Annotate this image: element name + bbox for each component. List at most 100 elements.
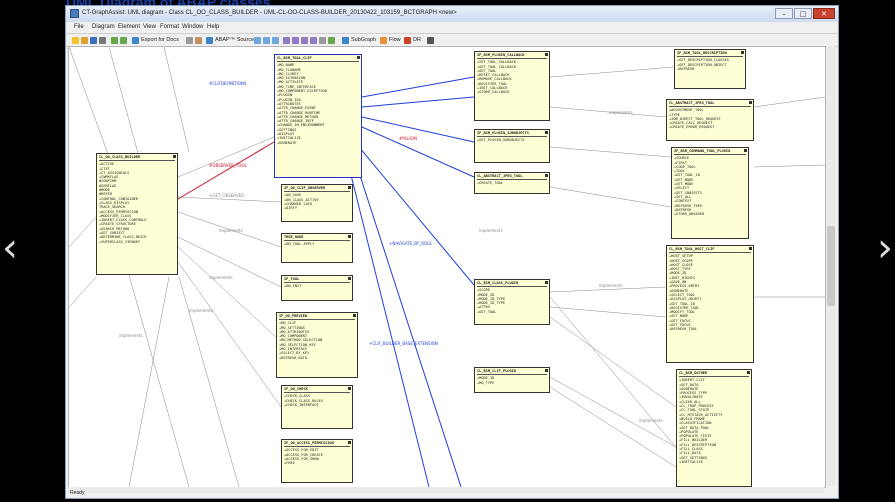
class-member: +ATTR_CHANGE_INTF: [277, 119, 314, 124]
print-icon[interactable]: [99, 37, 106, 44]
close-button[interactable]: ✕: [813, 8, 835, 19]
menu-diagram[interactable]: Diagram: [92, 24, 115, 30]
settings-icon[interactable]: [319, 37, 326, 44]
class-divider: [279, 319, 355, 321]
arrange-icon[interactable]: [310, 37, 317, 44]
class-box[interactable]: IF_OO_CLIF_OBSERVER+ON_SAVE+ON_CLASS_ACT…: [281, 184, 353, 222]
class-member: +CHECK_CLASS_RULES: [284, 398, 323, 403]
export-icon[interactable]: [132, 37, 139, 44]
class-divider: [674, 154, 746, 156]
menu-view[interactable]: View: [143, 24, 156, 30]
class-member: +SET_ALL: [674, 194, 692, 199]
edge-label: #OBSERVER_TOOL: [209, 163, 248, 168]
class-member: +SELECT_BY_KEY: [279, 351, 310, 356]
class-member: +INVALIDATE: [679, 395, 703, 400]
class-member: +SELECT: [674, 186, 690, 191]
next-arrow-icon[interactable]: ›: [877, 225, 893, 271]
zoom-fit-icon[interactable]: [272, 37, 279, 44]
class-member: +MODIFIER_CLASS: [99, 213, 132, 218]
layout-icon[interactable]: [283, 37, 290, 44]
class-box[interactable]: IF_TOOL+ON_INIT: [281, 275, 353, 301]
dr-icon[interactable]: [404, 37, 411, 44]
class-member: +MO_CLSKEY: [277, 71, 299, 76]
save-icon[interactable]: [90, 37, 97, 44]
subgraph-button[interactable]: SubGraph: [351, 37, 377, 43]
open-icon[interactable]: [81, 37, 88, 44]
class-member: +CONTEXT: [674, 199, 692, 204]
new-icon[interactable]: [72, 37, 79, 44]
class-divider: [669, 106, 751, 108]
grid-icon[interactable]: [292, 37, 299, 44]
class-member: +POPULATE_TEXTS: [679, 434, 712, 439]
class-name: CL_ABSTRACT_JPEG_TOOL: [669, 101, 715, 105]
zoom-out-icon[interactable]: [263, 37, 270, 44]
hand-icon[interactable]: [195, 37, 202, 44]
scroll-thumb[interactable]: [827, 226, 835, 306]
class-member: +DETERMINE_CLASS_DESCR: [99, 235, 147, 240]
class-member: +HOST_CLOSE: [669, 262, 693, 267]
export-docs-button[interactable]: Export for Docs: [141, 37, 179, 43]
class-type-icon: [749, 101, 752, 104]
class-box[interactable]: CL_BSM_CLIF_PLUGIN+MODE_ID+MO_TYPE: [474, 367, 550, 393]
class-member: +SET_FOCUS: [669, 318, 691, 323]
class-box[interactable]: CL_ABSTRACT_JPEG_TOOL+CREATE_TOOL: [474, 172, 550, 194]
zoom-in-icon[interactable]: [254, 37, 261, 44]
undo-icon[interactable]: [111, 37, 118, 44]
menu-file[interactable]: File: [74, 24, 84, 30]
minimize-button[interactable]: –: [775, 8, 793, 19]
help-icon[interactable]: [427, 37, 434, 44]
prev-arrow-icon[interactable]: ‹: [2, 225, 18, 271]
subgraph-icon[interactable]: [342, 37, 349, 44]
vertical-scrollbar[interactable]: [826, 46, 836, 486]
class-box[interactable]: IF_OO_PREVIEW+MO_CLIF+MO_SETTINGS+MO_ATT…: [276, 312, 358, 378]
class-box[interactable]: TREE_NODE+ON_TOOL_APPLY: [281, 233, 353, 263]
class-box[interactable]: CL_BSM_CLASS_PLUGIN+SCOPE+MODE_ID+MODE_I…: [474, 279, 550, 325]
menu-format[interactable]: Format: [160, 24, 180, 30]
abap-source-icon[interactable]: [206, 37, 213, 44]
menu-window[interactable]: Window: [182, 24, 204, 30]
class-member: +FILL_DESCRIPTION: [679, 442, 716, 447]
menu-element[interactable]: Element: [118, 24, 141, 30]
class-box[interactable]: IF_BSM_COMMAND_TOOL_PLUGIN+SOURCE+FIRST+…: [671, 147, 749, 239]
class-member: +CREATE_STRUCTURE: [99, 222, 136, 227]
class-type-icon: [749, 247, 752, 250]
class-box[interactable]: IF_BSM_TOOL_DESCRIPTION+GET_DESCRIPTION_…: [674, 49, 746, 89]
class-member: +MO_METHOD_SELECTION: [279, 338, 323, 343]
dr-button[interactable]: DR: [413, 37, 421, 43]
class-box[interactable]: IF_OO_ACCESS_PERMISSION+ACCESS_FOR_EDIT+…: [281, 439, 353, 483]
class-type-icon: [747, 371, 750, 374]
class-box[interactable]: CL_BSM_TOOL_HOST_CLIF+HOST_SETUP+HOST_SC…: [666, 245, 754, 363]
class-member: +ON_TOOL_APPLY: [284, 242, 315, 247]
class-box[interactable]: IF_BSM_PLUGIN_SUBOBJECTS+GET_PLUGIN_SUBO…: [474, 129, 550, 163]
class-member: +DIRTY: [284, 206, 297, 211]
connector-line: [549, 106, 667, 118]
class-box[interactable]: CL_BSM_GATHER+INSERT_CLIF+GET_DATA+GENER…: [676, 369, 752, 487]
class-member: #MODE: [99, 188, 110, 193]
connector-line: [549, 66, 675, 78]
maximize-button[interactable]: □: [794, 8, 812, 19]
redo-icon[interactable]: [120, 37, 127, 44]
class-divider: [477, 58, 547, 60]
class-box[interactable]: CL_BSM_TOOL_CLIF+MO_NAME+MO_CLSNAME+MO_C…: [274, 54, 362, 178]
class-member: +MO_CLIF: [279, 321, 297, 326]
class-member: +GENERATE: [277, 140, 297, 145]
horizontal-scrollbar[interactable]: [68, 487, 824, 493]
class-member: +SEARCH_METHOD: [99, 226, 130, 231]
class-member: +MO_EXTENSION: [277, 76, 306, 81]
refresh-icon[interactable]: [328, 37, 335, 44]
class-box[interactable]: CL_ABSTRACT_JPEG_TOOL+ADJUSTMENT_TOOL+TY…: [666, 99, 754, 141]
class-box[interactable]: IF_OO_CHECK+CHECK_CLASS+CHECK_CLASS_RULE…: [281, 385, 353, 429]
abap-source-button[interactable]: ABAP™ Source: [215, 37, 255, 43]
align-icon[interactable]: [301, 37, 308, 44]
flow-button[interactable]: Flow: [389, 37, 401, 43]
menu-help[interactable]: Help: [207, 24, 220, 30]
class-member: +INITIALIZE: [277, 136, 301, 141]
pointer-icon[interactable]: [186, 37, 193, 44]
class-box[interactable]: IF_BSM_PLUGIN_CALLBACK+SET_TOOL_CALLBACK…: [474, 51, 550, 121]
class-member: +GET_TOOL_CALLBACK: [477, 64, 516, 69]
class-type-icon: [744, 149, 747, 152]
edge-label: #PLUGIN: [399, 136, 417, 141]
flow-icon[interactable]: [380, 37, 387, 44]
class-box[interactable]: CL_OO_CLASS_BUILDER+ACTIVE+CTXT+CT_ASSIG…: [96, 153, 178, 275]
